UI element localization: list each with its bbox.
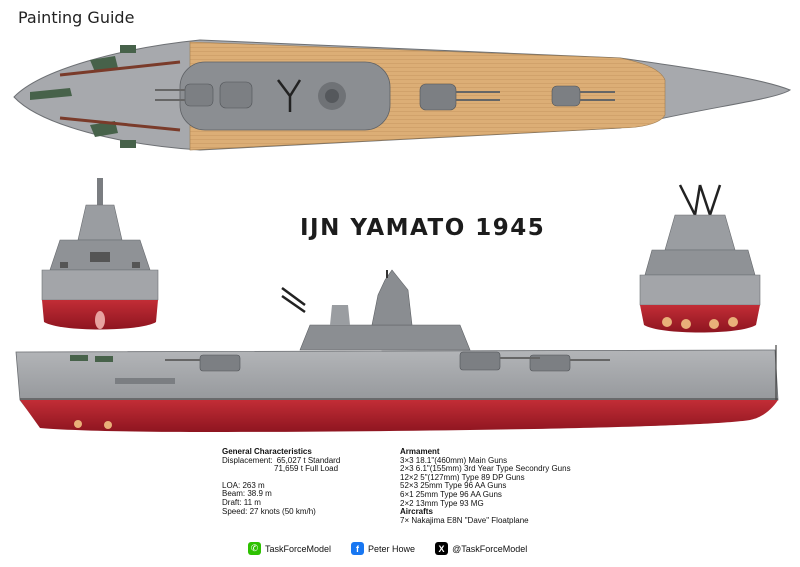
- page-title: Painting Guide: [18, 8, 135, 27]
- top-view: [13, 39, 792, 151]
- armament-item: 12×2 5"(127mm) Type 89 DP Guns: [400, 472, 525, 482]
- front-view: [41, 178, 159, 330]
- armament-item: 52×3 25mm Type 96 AA Guns: [400, 481, 507, 491]
- displacement-full-load: 71,659 t Full Load: [274, 464, 339, 474]
- displacement-standard: 65,027 t Standard: [276, 455, 341, 465]
- aircraft-item: 7× Nakajima E8N "Dave" Floatplane: [400, 515, 529, 525]
- facebook-name: Peter Howe: [368, 543, 416, 554]
- footer-social: ✆ TaskForceModel f Peter Howe X @TaskFor…: [248, 542, 547, 555]
- aircraft-heading: Aircrafts: [400, 507, 433, 517]
- wechat-handle: TaskForceModel: [265, 543, 332, 554]
- displacement-label: Displacement:: [222, 455, 273, 465]
- draft-value: Draft: 11 m: [222, 497, 261, 507]
- wechat-icon: ✆: [248, 542, 261, 555]
- speed-value: Speed: 27 knots (50 km/h): [222, 506, 316, 516]
- x-link[interactable]: X @TaskForceModel: [435, 542, 527, 555]
- armament-item: 6×1 25mm Type 96 AA Guns: [400, 489, 502, 499]
- armament-item: 2×2 13mm Type 93 MG: [400, 498, 484, 508]
- facebook-link[interactable]: f Peter Howe: [351, 542, 415, 555]
- displacement-row: Displacement: 65,027 t Standard: [222, 455, 382, 466]
- x-handle: @TaskForceModel: [452, 543, 528, 554]
- rear-view: [639, 184, 761, 333]
- loa-value: LOA: 263 m: [222, 480, 265, 490]
- facebook-icon: f: [351, 542, 365, 555]
- beam-value: Beam: 38.9 m: [222, 489, 272, 499]
- armament-block: Armament 3×3 18.1"(460mm) Main Guns 2×3 …: [400, 447, 620, 525]
- general-characteristics: General Characteristics Displacement: 65…: [222, 447, 382, 516]
- wechat-link[interactable]: ✆ TaskForceModel: [248, 542, 331, 555]
- x-icon: X: [435, 542, 449, 555]
- armament-item: 2×3 6.1"(155mm) 3rd Year Type Secondry G…: [400, 464, 571, 474]
- general-heading: General Characteristics: [222, 447, 312, 456]
- ship-name-title: IJN YAMATO 1945: [300, 215, 546, 241]
- armament-item: 3×3 18.1"(460mm) Main Guns: [400, 455, 508, 465]
- armament-heading: Armament: [400, 447, 440, 456]
- side-view: [15, 269, 779, 432]
